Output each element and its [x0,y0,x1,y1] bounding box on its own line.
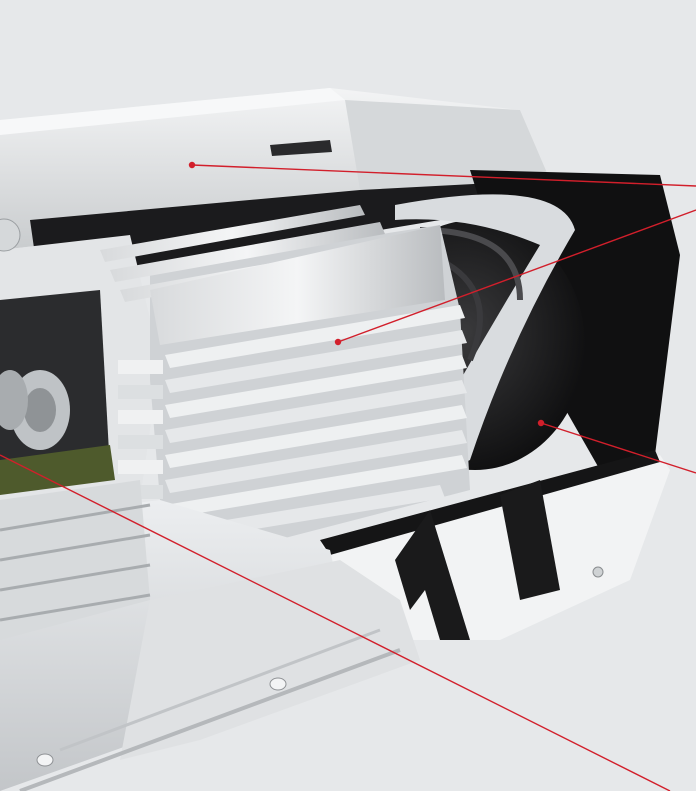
callout-heatsink [334,209,696,346]
heatsink [100,205,470,560]
callout-lines [0,161,696,791]
gear-mechanism [0,370,70,450]
callout-top-cover [188,161,696,187]
heatsink-side-fins [165,305,467,543]
callout-fan [537,419,696,474]
callout-lower-fins [0,454,671,791]
heatsink-top-fins [100,205,445,345]
lower-body [0,480,420,791]
outer-shell [320,450,670,640]
